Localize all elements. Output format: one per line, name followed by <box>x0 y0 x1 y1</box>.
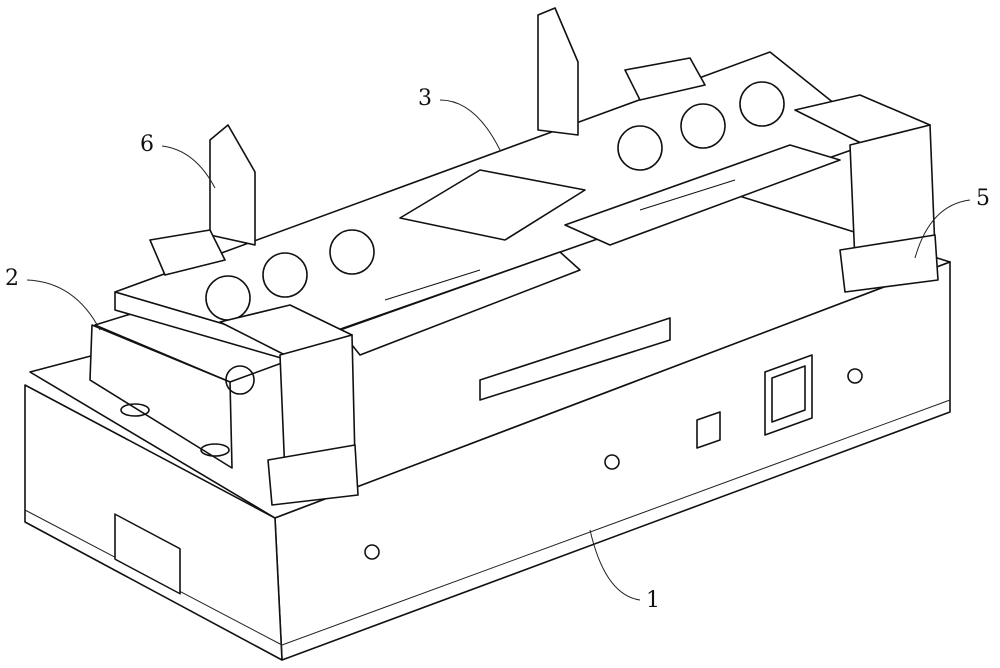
corner-blocks <box>219 94 939 506</box>
leader-3 <box>439 99 501 151</box>
label-corner-block: 5 <box>976 186 990 211</box>
leader-2 <box>26 279 101 331</box>
label-top-plate: 3 <box>418 86 432 111</box>
leader-lines <box>26 99 971 601</box>
top-plate <box>114 51 881 401</box>
label-base: 1 <box>646 588 660 613</box>
label-guide-post: 6 <box>140 132 154 157</box>
guide-posts <box>149 7 706 276</box>
lower-plate <box>89 304 291 469</box>
leader-1 <box>589 529 641 601</box>
label-lower-plate: 2 <box>5 266 19 291</box>
base-box <box>24 189 951 661</box>
leader-6 <box>161 145 216 189</box>
leader-5 <box>914 199 971 259</box>
